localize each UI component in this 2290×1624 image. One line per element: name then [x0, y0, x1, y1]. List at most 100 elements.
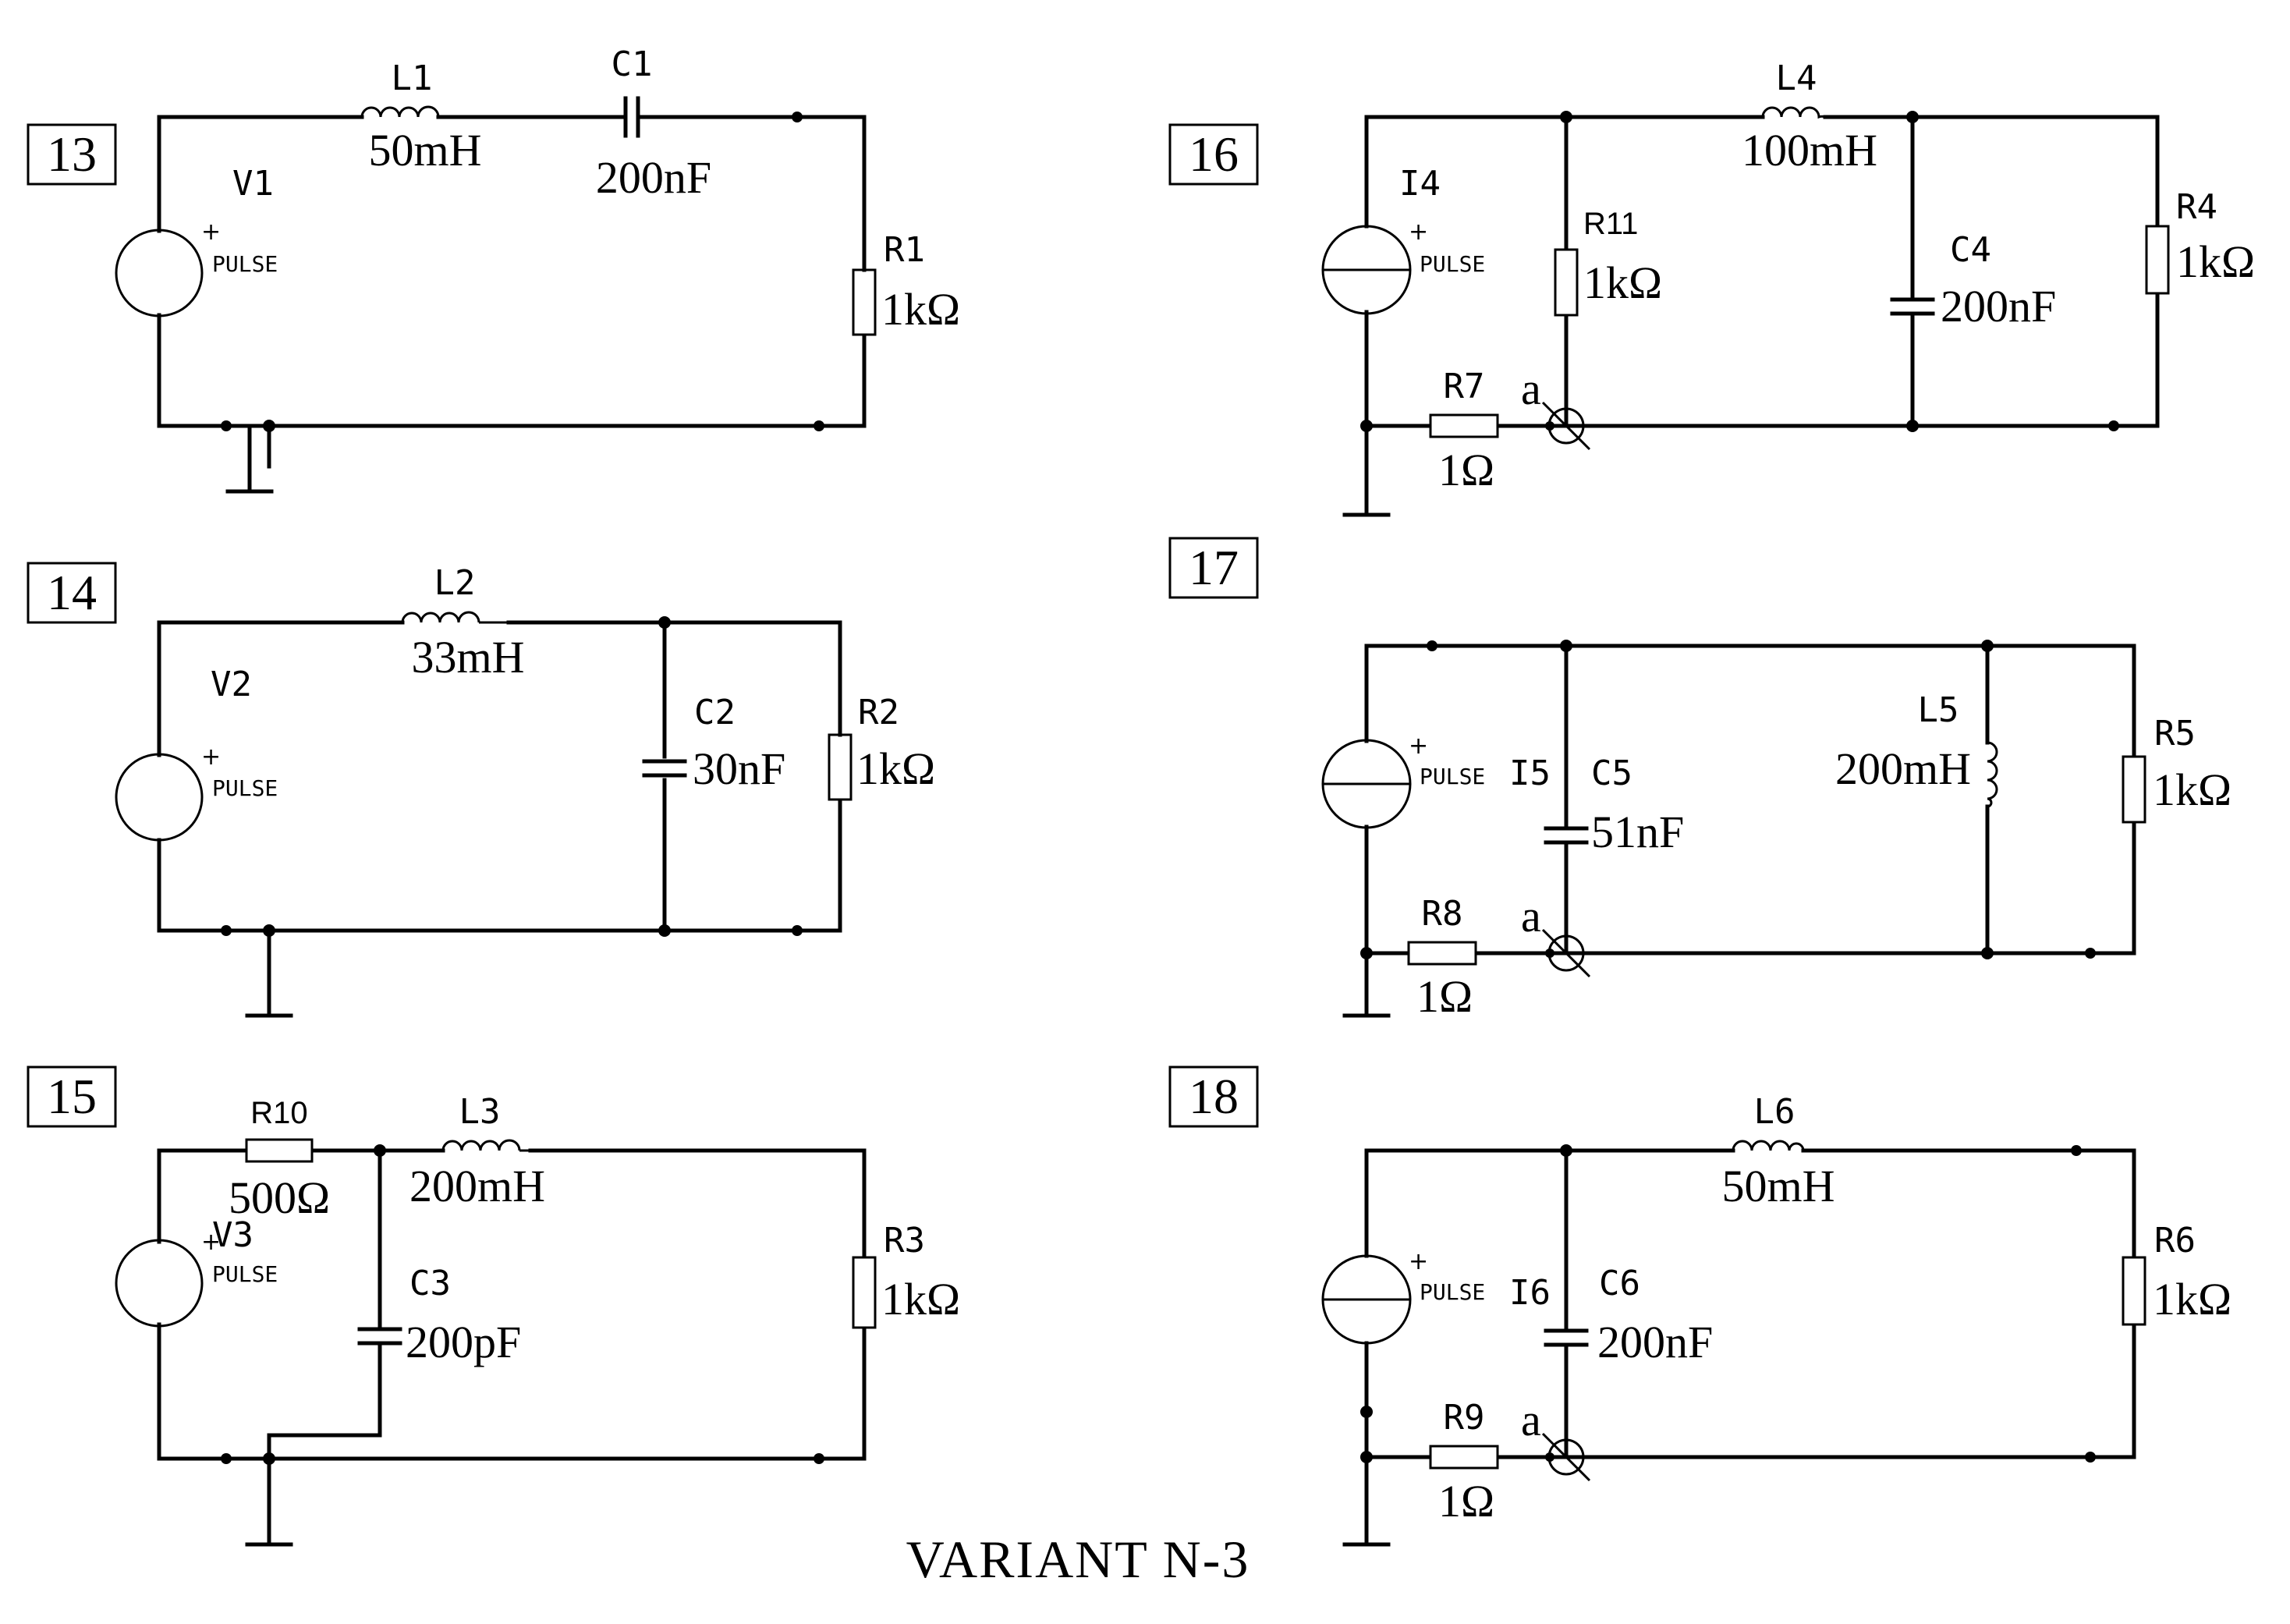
- circuit-number-box: [1168, 537, 1259, 599]
- wire: [157, 620, 842, 933]
- circuit-number-box: [1168, 1066, 1259, 1128]
- source-name-I4: I4: [1399, 164, 1441, 204]
- source-type-label: PULSE: [1420, 764, 1485, 789]
- resistor-R4: [2145, 225, 2170, 295]
- wire: [1364, 644, 2136, 1018]
- source-type-label: PULSE: [1420, 1279, 1485, 1305]
- node-label-a: a: [1521, 363, 1541, 414]
- junction-dot: [792, 112, 803, 122]
- inductor-L2: [401, 611, 509, 624]
- resistor-R8: [1407, 941, 1477, 966]
- plus-sign: +: [201, 743, 221, 771]
- component-value-R11: 1kΩ: [1583, 257, 1662, 308]
- circuit-number-box: [27, 1066, 117, 1128]
- component-name-L1: L1: [392, 59, 433, 98]
- component-name-C1: C1: [611, 44, 653, 84]
- circuit-number: 13: [47, 126, 97, 182]
- component-value-L6: 50mH: [1722, 1161, 1835, 1211]
- plus-sign: +: [201, 1229, 221, 1256]
- component-name-R11: R11: [1583, 207, 1638, 241]
- junction-dot: [1545, 421, 1554, 431]
- component-name-L2: L2: [434, 563, 476, 603]
- component-name-R10: R10: [250, 1096, 307, 1130]
- voltage-source-V2: [115, 753, 204, 842]
- circuit-number-box: [27, 562, 117, 624]
- voltage-source-V3: [115, 1239, 204, 1328]
- junction-dot: [374, 1144, 386, 1157]
- resistor-R7: [1429, 413, 1499, 438]
- source-type-label: PULSE: [212, 775, 278, 801]
- component-value-L3: 200mH: [409, 1161, 545, 1211]
- inductor-L1: [360, 105, 440, 118]
- junction-dot: [263, 420, 275, 432]
- junction-dot: [814, 1453, 824, 1464]
- component-value-C3: 200pF: [406, 1317, 521, 1367]
- source-name-V2: V2: [211, 665, 252, 704]
- junction-dot: [792, 925, 803, 936]
- probe-slash: [1541, 1432, 1591, 1482]
- component-value-C2: 30nF: [693, 743, 785, 794]
- resistor-R11: [1554, 248, 1579, 317]
- junction-dot: [814, 420, 824, 431]
- source-name-I6: I6: [1509, 1273, 1551, 1313]
- junction-dot: [1360, 420, 1373, 432]
- component-name-R1: R1: [884, 230, 925, 270]
- component-name-C4: C4: [1950, 230, 1991, 270]
- wire: [157, 115, 867, 428]
- component-value-R5: 1kΩ: [2153, 764, 2232, 815]
- component-value-C4: 200nF: [1941, 281, 2056, 332]
- inductor-L3: [441, 1139, 530, 1152]
- junction-dot: [263, 1452, 275, 1465]
- component-name-C3: C3: [409, 1264, 451, 1303]
- component-name-R4: R4: [2176, 187, 2217, 227]
- junction-dot: [1906, 111, 1919, 123]
- junction-dot: [2085, 1452, 2096, 1463]
- source-name-V3: V3: [212, 1215, 253, 1255]
- junction-dot: [1560, 1144, 1572, 1157]
- junction-dot: [1427, 640, 1437, 651]
- junction-dot: [2108, 420, 2119, 431]
- component-value-R10: 500Ω: [229, 1172, 330, 1223]
- component-name-R9: R9: [1444, 1398, 1485, 1438]
- component-name-C5: C5: [1591, 753, 1632, 793]
- component-value-L1: 50mH: [369, 125, 482, 176]
- circuit-13: 13 + PULSE V1 L1 50mH C1 200nF R1 1kΩ: [27, 44, 960, 494]
- junction-dot: [1560, 111, 1572, 123]
- junction-dot: [1981, 947, 1994, 959]
- circuit-18: 18 + PULSE I6 L6 50mH C6 200nF R6 1kΩ R9…: [1168, 1066, 2232, 1547]
- source-type-label: PULSE: [212, 1261, 278, 1287]
- component-value-R7: 1Ω: [1438, 445, 1494, 495]
- probe-slash: [1541, 928, 1591, 978]
- circuit-14: 14 + PULSE V2 L2 33mH C2 30nF R2 1kΩ: [27, 562, 935, 1018]
- component-name-L6: L6: [1754, 1092, 1795, 1132]
- wire: [1364, 1148, 2136, 1547]
- junction-dot: [221, 925, 232, 936]
- junction-dot: [1545, 1452, 1554, 1462]
- component-name-L3: L3: [459, 1092, 501, 1132]
- junction-dot: [263, 924, 275, 937]
- resistor-R10: [245, 1138, 314, 1163]
- component-name-C6: C6: [1599, 1264, 1640, 1303]
- component-value-R3: 1kΩ: [881, 1274, 960, 1324]
- component-name-L4: L4: [1776, 59, 1817, 98]
- component-name-R5: R5: [2154, 714, 2196, 753]
- junction-dot: [1906, 420, 1919, 432]
- junction-dot: [1981, 640, 1994, 652]
- plus-sign: +: [1409, 732, 1428, 760]
- source-name-I5: I5: [1509, 753, 1551, 793]
- resistor-R9: [1429, 1445, 1499, 1470]
- source-name-V1: V1: [232, 164, 274, 204]
- node-label-a: a: [1521, 891, 1541, 941]
- junction-dot: [1545, 949, 1554, 958]
- circuit-number-box: [1168, 123, 1259, 186]
- component-value-C6: 200nF: [1597, 1317, 1713, 1367]
- component-name-R3: R3: [884, 1221, 925, 1261]
- source-type-label: PULSE: [212, 251, 278, 277]
- component-value-R2: 1kΩ: [856, 743, 935, 794]
- component-value-C5: 51nF: [1591, 807, 1684, 857]
- inductor-L6: [1732, 1140, 1805, 1151]
- wire: [1564, 644, 1990, 956]
- circuit-17: 17 + PULSE I5 C5 51nF L5 200mH R5 1kΩ R8…: [1168, 537, 2232, 1022]
